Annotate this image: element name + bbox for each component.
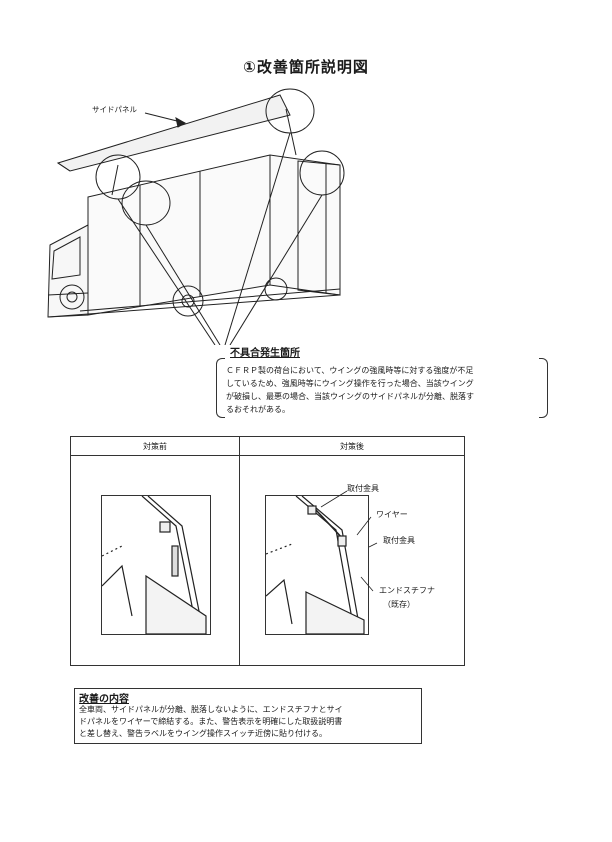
truck-illustration [47, 88, 345, 345]
defect-line: るおそれがある。 [226, 405, 290, 414]
defect-box [216, 358, 548, 418]
after-photo [265, 495, 369, 635]
improvement-title: 改善の内容 [79, 694, 129, 705]
improvement-line: 全車両、サイドパネルが分離、脱落しないように、エンドスチフナとサイ [79, 705, 343, 714]
defect-line: しているため、強風時等にウイング操作を行った場合、当該ウイング [226, 379, 474, 388]
page-title: ①改善箇所説明図 [243, 58, 369, 76]
callout-bracket-bottom: 取付金具 [383, 536, 415, 545]
side-panel-label: サイドパネル [92, 105, 137, 114]
before-header: 対策前 [143, 442, 167, 451]
improvement-box [74, 688, 422, 744]
callout-leaders [320, 490, 378, 592]
callout-end-stiffener: エンドスチフナ [379, 586, 435, 595]
callout-wire: ワイヤー [376, 510, 408, 519]
improvement-line: ドパネルをワイヤーで締結する。また、警告表示を明確にした取扱説明書 [79, 717, 343, 726]
improvement-line: と差し替え、警告ラベルをウイング操作スイッチ近傍に貼り付ける。 [79, 729, 327, 738]
defect-line: が破損し、最悪の場合、当該ウイングのサイドパネルが分離、脱落す [226, 392, 474, 401]
after-header: 対策後 [340, 442, 364, 451]
before-photo [101, 495, 211, 635]
defect-line: ＣＦＲＰ製の荷台において、ウイングの強風時等に対する強度が不足 [226, 366, 474, 375]
callout-existing: （既存） [383, 600, 415, 609]
defect-description: ＣＦＲＰ製の荷台において、ウイングの強風時等に対する強度が不足 しているため、強… [226, 364, 542, 416]
improvement-description: 全車両、サイドパネルが分離、脱落しないように、エンドスチフナとサイ ドパネルをワ… [79, 704, 415, 740]
callout-bracket-top: 取付金具 [347, 484, 379, 493]
defect-title: 不具合発生箇所 [230, 348, 300, 359]
comparison-panel: 対策前 対策後 [70, 436, 465, 666]
